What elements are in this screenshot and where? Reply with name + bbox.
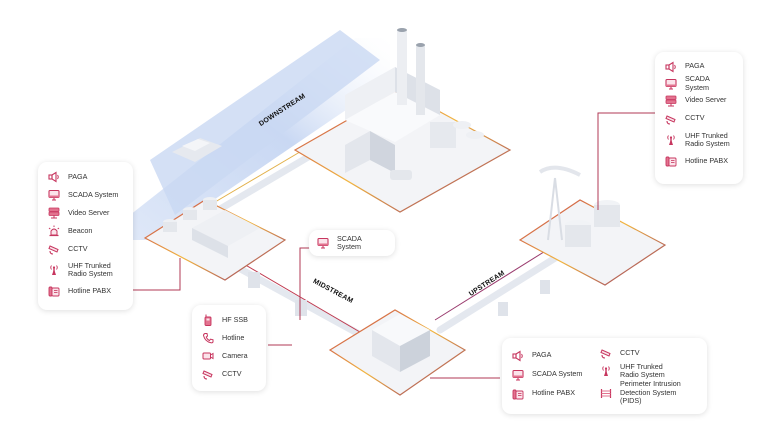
- list-item: Hotline PABX: [48, 282, 123, 300]
- storage-platform: [143, 197, 287, 281]
- cctv-icon: [202, 368, 214, 380]
- item-label: Beacon: [68, 225, 93, 235]
- item-label: CCTV: [620, 347, 640, 357]
- list-item: UHF Trunked Radio System: [600, 360, 697, 382]
- list-item: SCADA System: [317, 233, 387, 251]
- hf-radio-icon: [202, 314, 214, 326]
- monitor-icon: [512, 369, 524, 381]
- list-item: Video Server: [665, 92, 733, 109]
- list-item: SCADA System: [48, 186, 123, 204]
- list-item: Beacon: [48, 222, 123, 240]
- pabx-icon: [48, 285, 60, 297]
- list-item: PAGA: [665, 58, 733, 75]
- list-item: UHF Trunked Radio System: [48, 258, 123, 282]
- item-label: Hotline: [222, 332, 245, 342]
- item-label: CCTV: [222, 368, 242, 378]
- radio-tower-icon: [600, 365, 612, 377]
- item-label: SCADA System: [532, 369, 583, 379]
- speaker-icon: [665, 61, 677, 73]
- item-label: Video Server: [68, 207, 110, 217]
- item-label: Hotline PABX: [532, 388, 576, 398]
- refinery-platform: [293, 28, 512, 213]
- upstream-well: [518, 165, 667, 286]
- station-column-left: PAGA SCADA System Hotline PABX: [512, 346, 600, 406]
- item-label: Hotline PABX: [68, 285, 112, 295]
- list-item: Video Server: [48, 204, 123, 222]
- item-label: HF SSB: [222, 314, 248, 324]
- list-item: HF SSB: [202, 311, 256, 329]
- list-item: Perimeter Intrusion Detection System (PI…: [600, 379, 697, 406]
- list-item: Hotline: [202, 329, 256, 347]
- station-column-right: CCTV UHF Trunked Radio System Perimeter …: [600, 346, 697, 406]
- pipeline-supports: [248, 272, 550, 316]
- cctv-icon: [665, 113, 677, 125]
- list-item: CCTV: [665, 109, 733, 128]
- list-item: SCADA System: [512, 365, 600, 384]
- fence-icon: [600, 387, 612, 399]
- list-item: PAGA: [48, 168, 123, 186]
- list-item: Camera: [202, 347, 256, 365]
- monitor-icon: [317, 237, 329, 249]
- camera-icon: [202, 350, 214, 362]
- item-label: SCADA System: [68, 189, 119, 199]
- midstream-scada-card: SCADA System: [309, 230, 395, 256]
- list-item: Hotline PABX: [665, 152, 733, 170]
- item-label: SCADA System: [685, 74, 710, 92]
- beacon-icon: [48, 225, 60, 237]
- monitor-icon: [665, 78, 677, 90]
- item-label: Video Server: [685, 95, 727, 105]
- item-label: CCTV: [685, 113, 705, 123]
- list-item: CCTV: [600, 346, 697, 360]
- item-label: PAGA: [532, 350, 552, 360]
- list-item: SCADA System: [665, 74, 733, 92]
- item-label: PAGA: [685, 61, 705, 71]
- monitor-icon: [48, 189, 60, 201]
- item-label: PAGA: [68, 171, 88, 181]
- midstream-station: [328, 309, 467, 396]
- card-connectors: [132, 112, 655, 379]
- cctv-icon: [48, 243, 60, 255]
- station-systems-card: PAGA SCADA System Hotline PABX CCTV UHF …: [502, 338, 707, 414]
- item-label: SCADA System: [337, 233, 362, 251]
- item-label: Perimeter Intrusion Detection System (PI…: [620, 379, 681, 406]
- cctv-icon: [600, 347, 612, 359]
- server-icon: [665, 95, 677, 107]
- radio-tower-icon: [48, 264, 60, 276]
- pabx-icon: [665, 155, 677, 167]
- speaker-icon: [48, 171, 60, 183]
- item-label: UHF Trunked Radio System: [620, 361, 665, 379]
- item-label: UHF Trunked Radio System: [68, 260, 113, 278]
- ship: [172, 138, 222, 162]
- speaker-icon: [512, 350, 524, 362]
- item-label: CCTV: [68, 243, 88, 253]
- radio-tower-icon: [665, 134, 677, 146]
- pabx-icon: [512, 388, 524, 400]
- river-band: [150, 30, 380, 215]
- item-label: Camera: [222, 350, 248, 360]
- pipeline-systems-card: HF SSB Hotline Camera CCTV: [192, 305, 266, 391]
- item-label: Hotline PABX: [685, 155, 729, 165]
- list-item: CCTV: [202, 365, 256, 383]
- list-item: CCTV: [48, 240, 123, 258]
- list-item: UHF Trunked Radio System: [665, 128, 733, 152]
- phone-icon: [202, 332, 214, 344]
- upstream-systems-card: PAGA SCADA System Video Server CCTV UHF …: [655, 52, 743, 184]
- downstream-systems-card: PAGA SCADA System Video Server Beacon CC…: [38, 162, 133, 310]
- list-item: PAGA: [512, 346, 600, 365]
- list-item: Hotline PABX: [512, 384, 600, 403]
- item-label: UHF Trunked Radio System: [685, 130, 730, 148]
- server-icon: [48, 207, 60, 219]
